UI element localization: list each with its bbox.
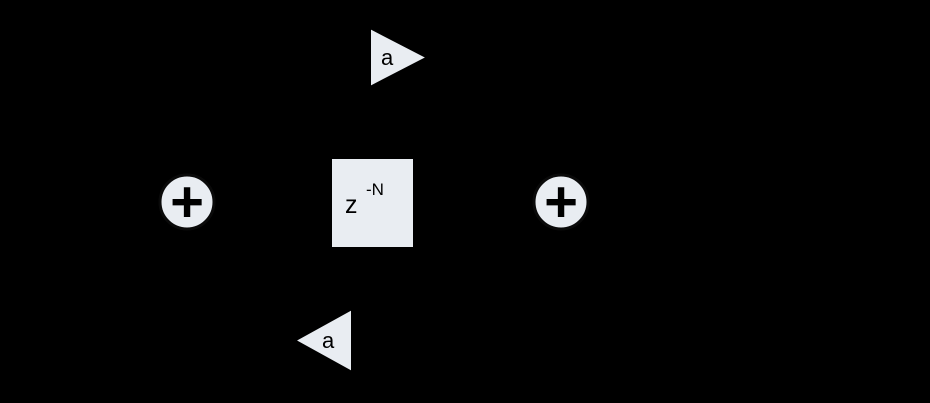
- gain-block-top: a: [369, 26, 430, 89]
- delay-box: [330, 157, 415, 249]
- gain-top-label: a: [381, 45, 394, 70]
- gain-triangle-right-icon: [369, 26, 430, 89]
- delay-label-exponent: -N: [366, 180, 384, 199]
- gain-block-bottom: a: [292, 307, 353, 374]
- plus-icon: +: [170, 170, 204, 235]
- delay-label-base: z: [345, 191, 358, 219]
- summer-left: +: [158, 170, 216, 235]
- gain-triangle-left-icon: [292, 307, 353, 374]
- summer-left-circle-icon: [158, 173, 216, 231]
- gain-bottom-label: a: [322, 328, 335, 353]
- summer-right: +: [532, 170, 590, 235]
- summer-right-circle-icon: [532, 173, 590, 231]
- delay-block: z -N: [330, 157, 415, 249]
- plus-icon: +: [544, 170, 578, 235]
